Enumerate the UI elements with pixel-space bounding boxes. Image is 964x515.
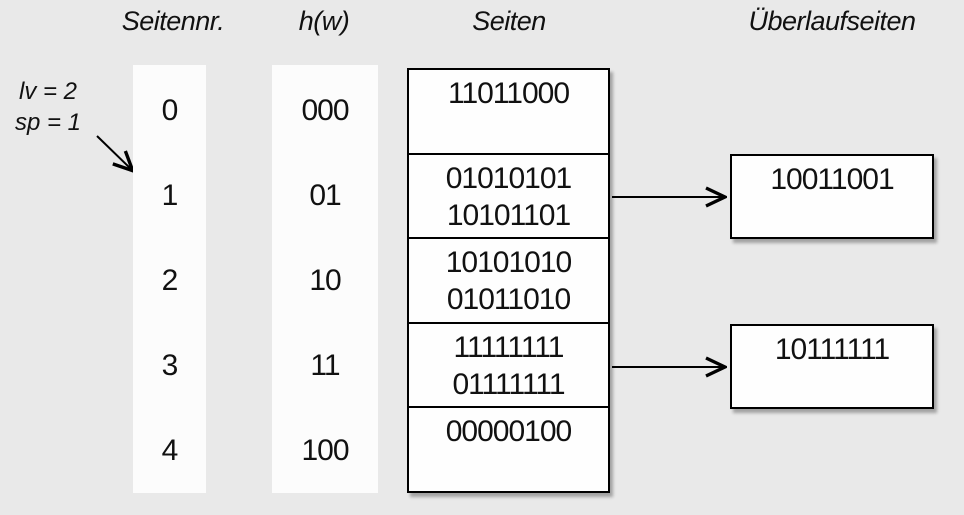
page-number-1: 1 bbox=[161, 178, 179, 212]
page-cell-2-line-2: 01011010 bbox=[446, 283, 571, 317]
page-cell-0-line-1: 11011000 bbox=[447, 77, 570, 110]
page-cell-3-line-2: 01111111 bbox=[452, 367, 565, 401]
overflow-page-1: 10011001 bbox=[730, 154, 934, 239]
overflow-page-2: 10111111 bbox=[730, 324, 934, 409]
header-hash-function: h(w) bbox=[298, 6, 350, 36]
arrow-annotation-pointer bbox=[96, 135, 132, 170]
page-cell-4: 00000100 bbox=[409, 406, 608, 491]
annotation-sp: sp = 1 bbox=[14, 109, 82, 136]
hash-value-4: 100 bbox=[301, 433, 349, 467]
annotation-lv: lv = 2 bbox=[18, 78, 78, 105]
page-cell-0: 11011000 bbox=[409, 70, 608, 153]
annotation-block: lv = 2 sp = 1 bbox=[0, 76, 96, 138]
header-ueberlaufseiten: Überlaufseiten bbox=[748, 6, 916, 36]
header-seitennr: Seitennr. bbox=[121, 6, 225, 36]
hash-value-0: 000 bbox=[301, 93, 349, 127]
page-number-2: 2 bbox=[161, 263, 179, 297]
page-cell-3: 11111111 01111111 bbox=[409, 321, 608, 407]
header-seiten: Seiten bbox=[472, 6, 546, 36]
overflow-page-2-value: 10111111 bbox=[774, 333, 890, 366]
page-cell-3-line-1: 11111111 bbox=[453, 330, 565, 364]
hash-value-1: 01 bbox=[309, 178, 341, 212]
page-cell-4-line-1: 00000100 bbox=[445, 415, 572, 449]
page-number-0: 0 bbox=[161, 93, 179, 127]
page-cell-2-line-1: 10101010 bbox=[445, 246, 572, 280]
page-cell-1-line-1: 01010101 bbox=[445, 161, 572, 195]
page-cell-2: 10101010 01011010 bbox=[409, 237, 608, 322]
overflow-page-1-value: 10011001 bbox=[770, 163, 894, 196]
page-cell-1: 01010101 10101101 bbox=[409, 152, 608, 238]
hash-column-strip bbox=[272, 65, 378, 493]
page-cell-1-line-2: 10101101 bbox=[446, 198, 571, 232]
pages-table: 11011000 01010101 10101101 10101010 0101… bbox=[407, 68, 610, 493]
seitennr-column-strip bbox=[133, 65, 206, 493]
hash-value-2: 10 bbox=[309, 263, 341, 297]
page-number-4: 4 bbox=[161, 433, 179, 467]
hash-value-3: 11 bbox=[310, 348, 340, 382]
page-number-3: 3 bbox=[161, 348, 179, 382]
